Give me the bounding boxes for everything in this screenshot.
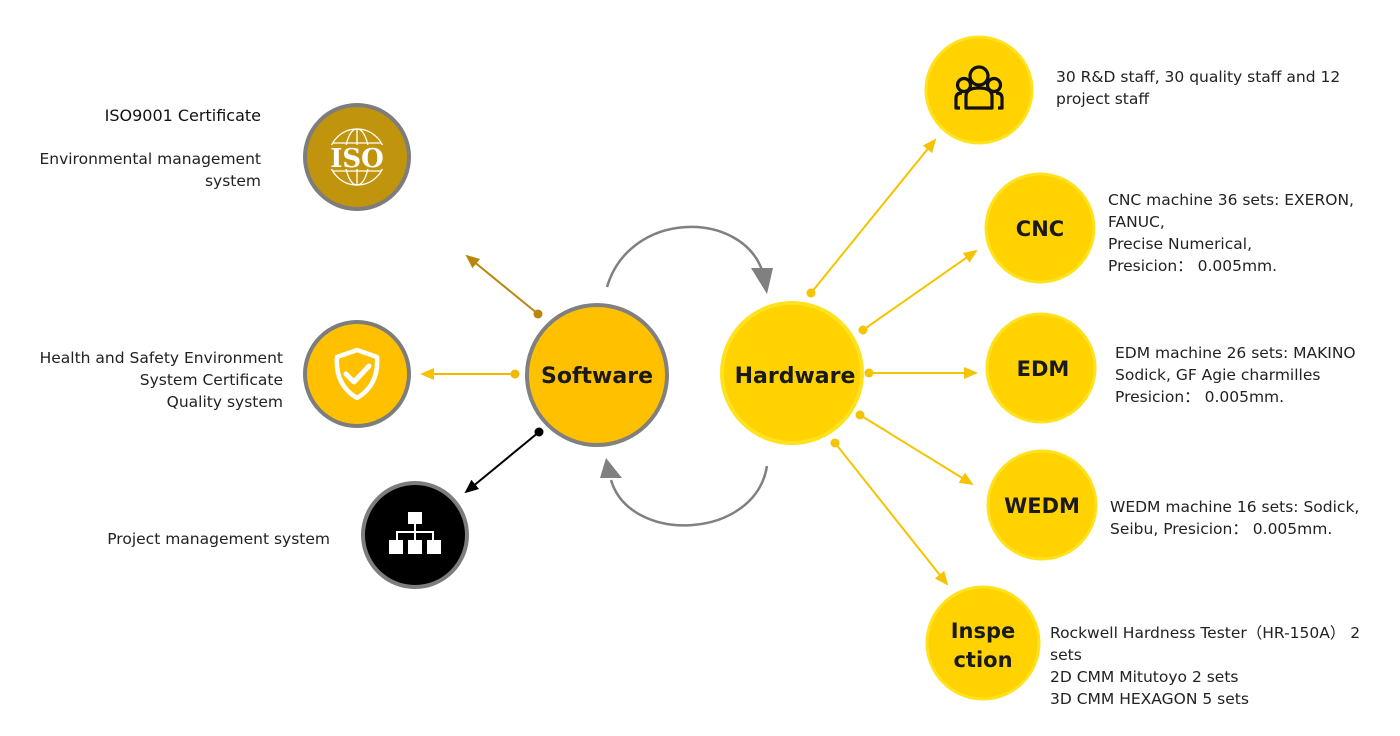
arrow-software-to-shield (420, 368, 520, 380)
cnc-description: CNC machine 36 sets: EXERON, FANUC, Prec… (1108, 191, 1354, 275)
inspection-label-line2: ction (953, 648, 1012, 672)
arrow-hardware-to-inspection (830, 438, 949, 586)
staff-description: 30 R&D staff, 30 quality staff and 12 pr… (1056, 68, 1341, 108)
iso-node: ISO (303, 103, 411, 211)
shield-check-icon (334, 347, 380, 401)
edm-node: EDM (985, 312, 1097, 424)
iso-text: ISO (330, 144, 384, 174)
wedm-label: WEDM (1004, 494, 1080, 518)
cnc-node: CNC (984, 172, 1096, 284)
inspection-label-line1: Inspe (951, 619, 1016, 643)
cycle-arrow-top (605, 225, 773, 294)
edm-label: EDM (1017, 357, 1070, 381)
arrow-hardware-to-edm (864, 367, 978, 379)
shield-node (303, 320, 411, 428)
cnc-label: CNC (1016, 217, 1064, 241)
cycle-arrowhead-top (751, 268, 773, 294)
org-chart-icon (389, 512, 441, 554)
arrow-hardware-to-staff (806, 138, 937, 298)
cycle-arrow-bottom (600, 458, 769, 527)
software-label: Software (541, 364, 653, 389)
arrow-hardware-to-cnc (858, 249, 978, 335)
hardware-node: Hardware (720, 301, 864, 445)
inspection-description: Rockwell Hardness Tester（HR-150A） 2 sets… (1050, 624, 1361, 708)
software-node: Software (525, 303, 669, 447)
hardware-label: Hardware (735, 364, 856, 389)
health-safety-description: Health and Safety Environment System Cer… (39, 349, 283, 411)
project-management-description: Project management system (107, 530, 330, 548)
edm-description: EDM machine 26 sets: MAKINO Sodick, GF A… (1115, 344, 1356, 406)
orgchart-node (361, 481, 469, 589)
staff-node (924, 35, 1034, 145)
people-group-icon (954, 65, 1004, 110)
wedm-node: WEDM (986, 449, 1098, 561)
arrow-hardware-to-wedm (855, 410, 974, 486)
iso-title: ISO9001 Certificate (104, 106, 261, 125)
cycle-arrowhead-bottom (600, 458, 622, 478)
wedm-description: WEDM machine 16 sets: Sodick, Seibu, Pre… (1110, 498, 1360, 538)
inspection-node: Inspe ction (925, 585, 1041, 701)
iso-description: Environmental management system (39, 150, 261, 190)
arrow-software-to-iso (465, 254, 543, 319)
arrow-software-to-orgchart (464, 427, 544, 494)
